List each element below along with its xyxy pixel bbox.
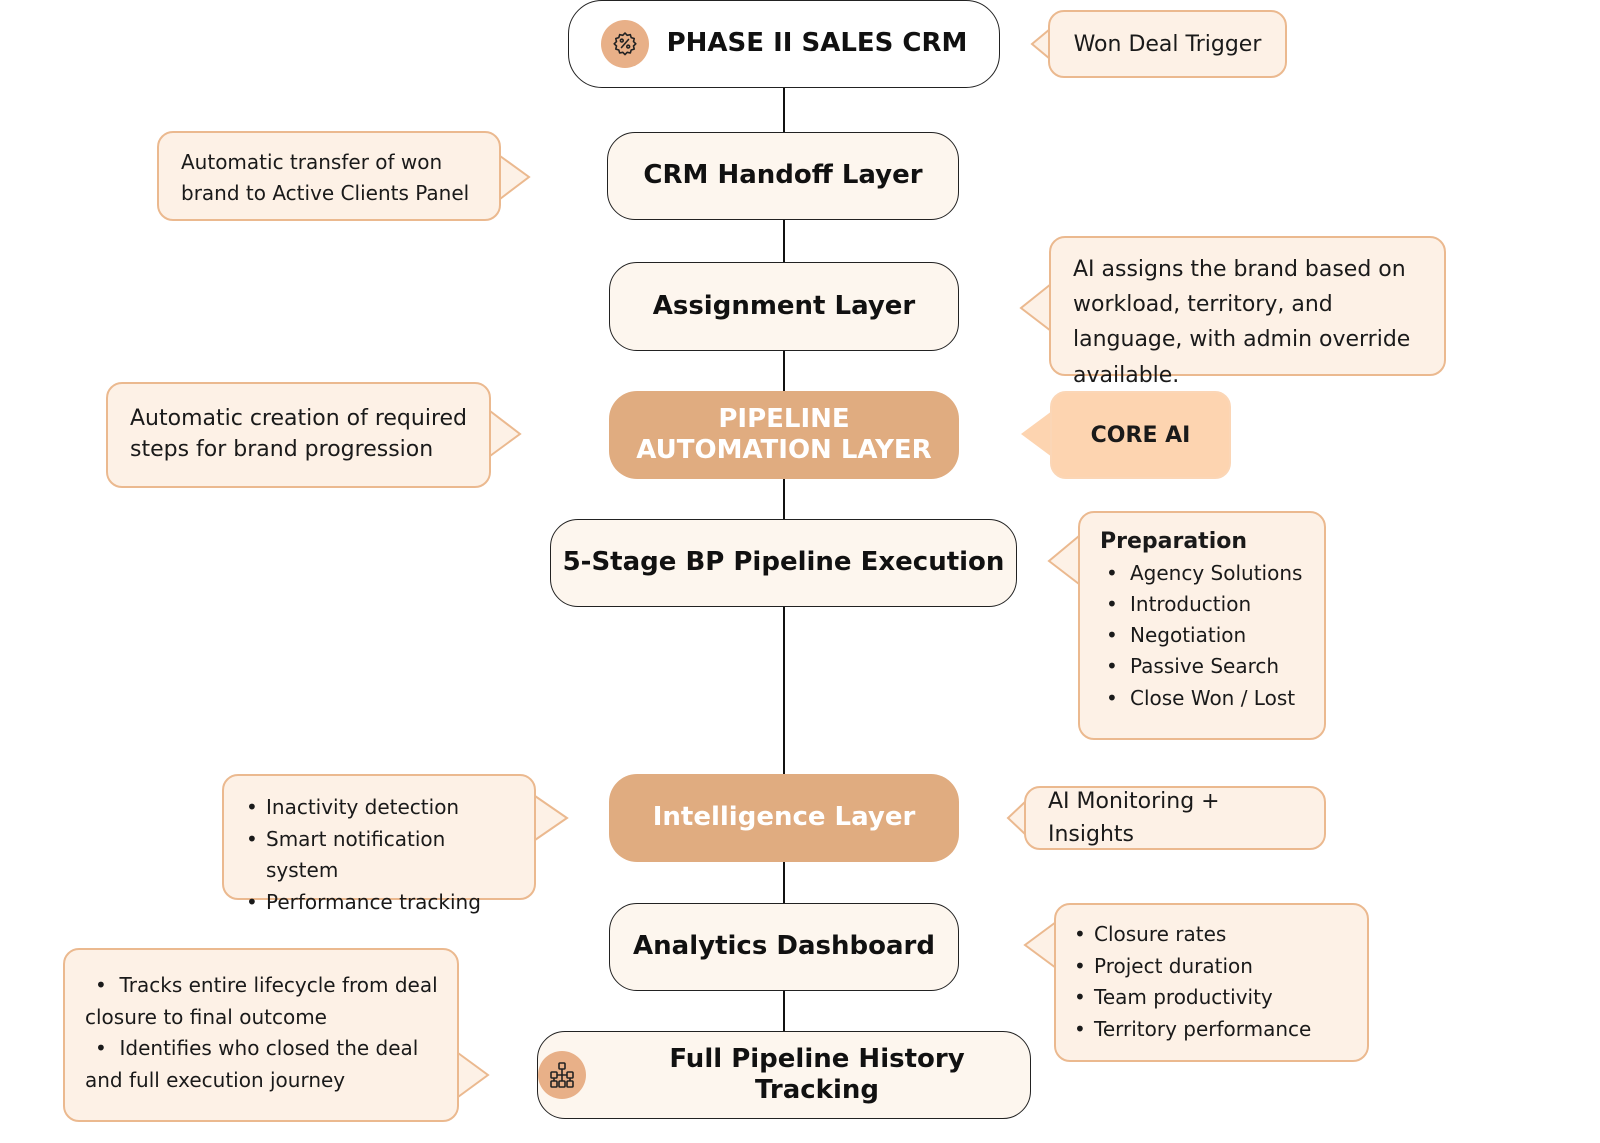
analytics-callout: Closure rates Project duration Team prod… [1054,903,1369,1062]
history-item: • Tracks entire lifecycle from deal clos… [85,970,441,1033]
history-callout: • Tracks entire lifecycle from deal clos… [63,948,459,1122]
analytics-node: Analytics Dashboard [609,903,959,991]
stage-item: Passive Search [1100,651,1304,682]
callout-pointer [489,410,522,457]
assignment-label: Assignment Layer [652,290,916,321]
analytics-item: Team productivity [1068,982,1355,1014]
intelligence-node: Intelligence Layer [609,774,959,862]
callout-pointer [1021,411,1052,457]
intelligence-item: Inactivity detection [240,792,518,824]
phase2-crm-label: PHASE II SALES CRM [666,28,968,59]
handoff-note-text: Automatic transfer of won brand to Activ… [181,150,470,205]
stages-title: Preparation [1100,529,1248,554]
stage-item: Negotiation [1100,620,1304,651]
connector [783,351,785,391]
analytics-item: Territory performance [1068,1014,1355,1046]
callout-pointer [1047,535,1080,585]
analytics-item: Project duration [1068,951,1355,983]
callout-pointer [534,795,569,841]
assignment-node: Assignment Layer [609,262,959,351]
history-label: Full Pipeline History Tracking [669,1043,965,1105]
callout-pointer [1023,921,1057,969]
gear-percent-icon [600,20,649,68]
history-item-text: Identifies who closed the deal and full … [85,1036,419,1092]
analytics-item: Closure rates [1068,919,1355,951]
crm-handoff-node: CRM Handoff Layer [607,132,959,220]
stage-item: Agency Solutions [1100,558,1304,589]
connector [783,88,785,132]
bullet: • [95,1036,120,1061]
monitoring-callout: AI Monitoring + Insights [1024,786,1326,850]
history-item-text: Tracks entire lifecycle from deal closur… [85,973,438,1029]
history-node: Full Pipeline History Tracking [537,1031,1031,1119]
core-ai-callout: CORE AI [1050,391,1231,479]
connector [783,991,785,1031]
bp-pipeline-node: 5-Stage BP Pipeline Execution [550,519,1017,607]
pipeline-automation-label: PIPELINE AUTOMATION LAYER [636,403,932,465]
connector [783,607,785,774]
assignment-note-text: AI assigns the brand based on workload, … [1073,257,1411,388]
connector [783,220,785,262]
callout-pointer [457,1052,490,1098]
bullet: • [95,973,120,997]
intelligence-item: Smart notification system [240,824,518,887]
callout-pointer [499,155,531,200]
handoff-callout: Automatic transfer of won brand to Activ… [157,131,501,221]
crm-handoff-label: CRM Handoff Layer [643,160,923,191]
intelligence-label: Intelligence Layer [652,802,916,833]
intelligence-item: Performance tracking [240,887,518,919]
won-deal-callout: Won Deal Trigger [1048,10,1287,78]
stage-item: Close Won / Lost [1100,683,1304,714]
automation-note-text: Automatic creation of required steps for… [130,406,468,462]
connector [783,862,785,903]
assignment-callout: AI assigns the brand based on workload, … [1049,236,1446,388]
core-ai-text: CORE AI [1090,422,1191,448]
callout-pointer [1006,800,1027,836]
hierarchy-icon [538,1051,586,1099]
pipeline-automation-node: PIPELINE AUTOMATION LAYER [609,391,959,479]
automation-callout: Automatic creation of required steps for… [106,382,491,488]
connector [783,479,785,519]
bp-pipeline-label: 5-Stage BP Pipeline Execution [562,547,1005,578]
monitoring-text: AI Monitoring + Insights [1048,789,1220,847]
stages-callout: Preparation Agency Solutions Introductio… [1078,511,1326,740]
history-item: • Identifies who closed the deal and ful… [85,1033,441,1096]
stage-item: Introduction [1100,589,1304,620]
callout-pointer [1030,28,1051,60]
intelligence-callout: Inactivity detection Smart notification … [222,774,536,918]
won-deal-text: Won Deal Trigger [1073,31,1262,57]
analytics-label: Analytics Dashboard [633,931,935,962]
callout-pointer [1019,283,1052,332]
phase2-crm-node: PHASE II SALES CRM [568,0,1000,88]
